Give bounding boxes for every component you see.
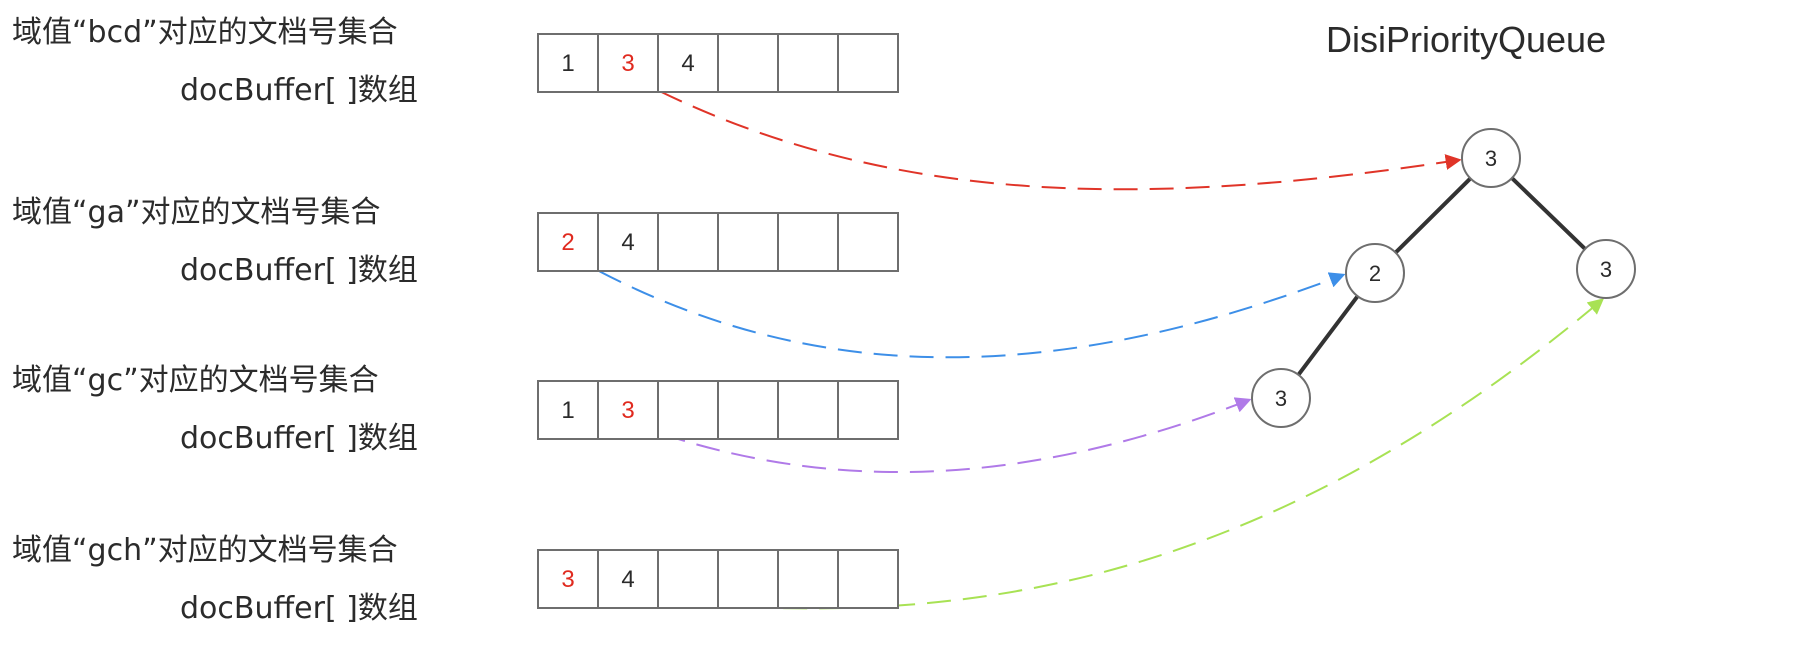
doc-id: 4	[621, 566, 634, 593]
arrows	[567, 74, 1605, 610]
array-cell	[717, 212, 779, 272]
heap-node: 3	[1251, 368, 1311, 428]
heap-node-circle	[1461, 128, 1521, 188]
highlighted-doc-id: 3	[621, 397, 634, 424]
doc-id: 1	[561, 397, 574, 424]
highlighted-doc-id: 2	[561, 229, 574, 256]
array-cell	[537, 549, 599, 609]
heap-node: 3	[1576, 239, 1636, 299]
group-sublabel: docBuffer[ ]数组	[180, 253, 418, 288]
array-cell	[717, 33, 779, 93]
heap-edge	[1509, 176, 1588, 251]
array-cell	[537, 33, 599, 93]
heap-node-circle	[1345, 243, 1405, 303]
heap-node-circle	[1576, 239, 1636, 299]
array-cell	[717, 549, 779, 609]
array-cell	[837, 549, 899, 609]
array-cell	[597, 212, 659, 272]
array-cell	[537, 380, 599, 440]
group-sublabel: docBuffer[ ]数组	[180, 73, 418, 108]
array-cell	[537, 212, 599, 272]
heap-node-value: 3	[1600, 257, 1612, 282]
array-cell	[657, 33, 719, 93]
heap-edges	[1296, 176, 1588, 377]
group-label: 域值“ga”对应的文档号集合	[12, 195, 381, 230]
array-cell	[837, 380, 899, 440]
priority-queue-title: DisiPriorityQueue	[1326, 19, 1606, 60]
array-cell	[777, 212, 839, 272]
doc-id: 1	[561, 50, 574, 77]
array-cell	[657, 380, 719, 440]
array-cell	[717, 380, 779, 440]
highlighted-doc-id: 3	[621, 50, 634, 77]
group-label: 域值“gc”对应的文档号集合	[12, 363, 379, 398]
heap-node: 3	[1461, 128, 1521, 188]
heap-node-value: 3	[1275, 386, 1287, 411]
array-cell	[777, 549, 839, 609]
pointer-arrow	[567, 253, 1346, 359]
doc-buffer-array: 1 3 4	[537, 33, 899, 93]
highlighted-doc-id: 3	[561, 566, 574, 593]
array-cell	[597, 549, 659, 609]
heap-nodes: 3 2 3 3	[1251, 128, 1636, 428]
array-cell	[777, 33, 839, 93]
heap-node-value: 2	[1369, 261, 1381, 286]
array-cell	[837, 212, 899, 272]
group-label: 域值“gch”对应的文档号集合	[12, 533, 398, 568]
heap-node-circle	[1251, 368, 1311, 428]
group-sublabel: docBuffer[ ]数组	[180, 591, 418, 626]
heap-node: 2	[1345, 243, 1405, 303]
heap-node-value: 3	[1485, 146, 1497, 171]
doc-id: 4	[681, 50, 694, 77]
pointer-arrow	[627, 397, 1252, 474]
group-label: 域值“bcd”对应的文档号集合	[12, 15, 398, 50]
group-sublabel: docBuffer[ ]数组	[180, 421, 418, 456]
array-cell	[657, 549, 719, 609]
array-cell	[597, 380, 659, 440]
array-cell	[837, 33, 899, 93]
array-cell	[777, 380, 839, 440]
doc-group: 域值“bcd”对应的文档号集合 docBuffer[ ]数组 1 3 4	[12, 15, 899, 108]
heap-edge	[1393, 176, 1473, 255]
pointer-arrow	[627, 74, 1462, 191]
doc-id: 4	[621, 229, 634, 256]
heap-edge	[1296, 294, 1360, 377]
array-cell	[657, 212, 719, 272]
pointer-arrow	[567, 298, 1605, 610]
